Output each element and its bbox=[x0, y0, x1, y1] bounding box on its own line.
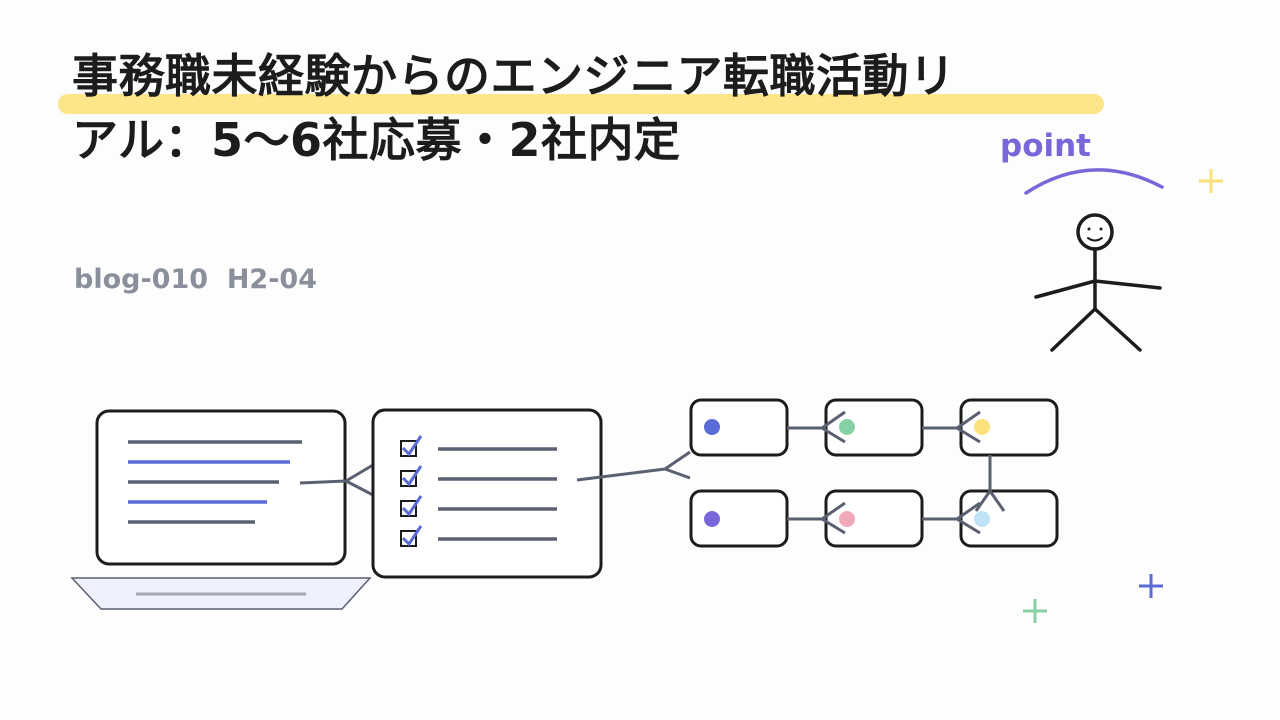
connector-laptop-checklist bbox=[299, 463, 374, 497]
checkbox-checked-icon bbox=[400, 495, 423, 517]
laptop-icon bbox=[70, 409, 372, 610]
flow-node-dot bbox=[839, 419, 855, 435]
flow-node-dot bbox=[974, 419, 990, 435]
point-arc bbox=[1024, 168, 1164, 195]
connector-checklist-flow bbox=[576, 450, 691, 482]
checklist-card-frame bbox=[371, 408, 603, 579]
page-title-line-1: 事務職未経験からのエンジニア転職活動リ bbox=[72, 49, 956, 103]
flow-node-dot bbox=[974, 511, 990, 527]
stick-figure-person-icon bbox=[1034, 213, 1162, 352]
title-highlight-marker bbox=[58, 94, 1104, 114]
point-label: point bbox=[1000, 128, 1091, 164]
checklist-card bbox=[371, 408, 603, 579]
flow-node-dot bbox=[839, 511, 855, 527]
laptop-screen bbox=[95, 409, 347, 566]
checkbox-checked-icon bbox=[400, 525, 423, 547]
flow-connectors bbox=[787, 410, 1006, 535]
plus-icon-green bbox=[1023, 599, 1047, 623]
page-title-line-2: アル：5〜6社応募・2社内定 bbox=[72, 113, 681, 167]
checkbox-checked-icon bbox=[400, 435, 423, 457]
title-block: 事務職未経験からのエンジニア転職活動リ アル：5〜6社応募・2社内定 bbox=[58, 44, 1112, 172]
flow-node-dot bbox=[704, 511, 720, 527]
flow-node-dot bbox=[704, 419, 720, 435]
flow-diagram bbox=[689, 398, 1059, 548]
checkbox-checked-icon bbox=[400, 465, 423, 487]
post-code-label: blog-010 H2-04 bbox=[74, 264, 317, 295]
plus-icon-yellow bbox=[1199, 169, 1223, 193]
plus-icon-blue bbox=[1139, 574, 1163, 598]
